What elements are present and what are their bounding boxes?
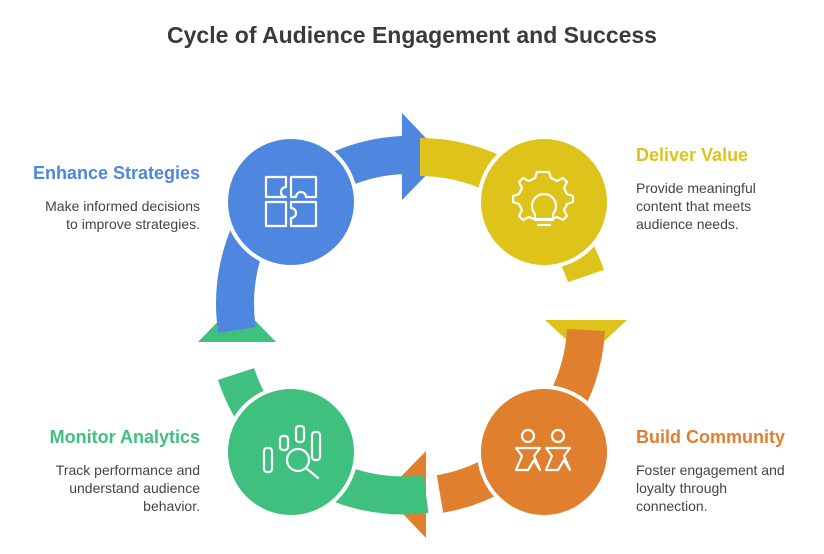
- puzzle-icon: [264, 175, 318, 228]
- step-desc-monitor-analytics: Track performance and understand audienc…: [0, 461, 200, 515]
- analytics-icon: [262, 424, 322, 480]
- desc-line: connection.: [636, 498, 708, 514]
- desc-line: audience needs.: [636, 216, 739, 232]
- desc-line: Foster engagement and: [636, 462, 785, 478]
- node-build-community: [477, 385, 611, 519]
- lightbulb-gear-icon: [511, 170, 575, 227]
- step-desc-build-community: Foster engagement and loyalty through co…: [636, 461, 816, 515]
- desc-line: Track performance and: [55, 462, 200, 478]
- diagram-title: Cycle of Audience Engagement and Success: [167, 22, 657, 48]
- desc-line: understand audience: [69, 480, 200, 496]
- step-title-monitor-analytics: Monitor Analytics: [49, 427, 200, 447]
- node-deliver-value: [477, 135, 611, 269]
- desc-line: to improve strategies.: [66, 216, 200, 232]
- desc-line: loyalty through: [636, 480, 728, 496]
- step-title-build-community: Build Community: [636, 427, 785, 447]
- desc-line: Provide meaningful: [636, 180, 756, 196]
- desc-line: behavior.: [143, 498, 200, 514]
- step-title-deliver-value: Deliver Value: [636, 145, 749, 165]
- step-desc-enhance-strategies: Make informed decisions to improve strat…: [0, 197, 200, 233]
- desc-line: Make informed decisions: [45, 198, 200, 214]
- desc-line: content that meets: [636, 198, 752, 214]
- people-icon: [514, 428, 572, 472]
- step-desc-deliver-value: Provide meaningful content that meets au…: [636, 179, 816, 233]
- step-title-enhance-strategies: Enhance Strategies: [32, 163, 200, 183]
